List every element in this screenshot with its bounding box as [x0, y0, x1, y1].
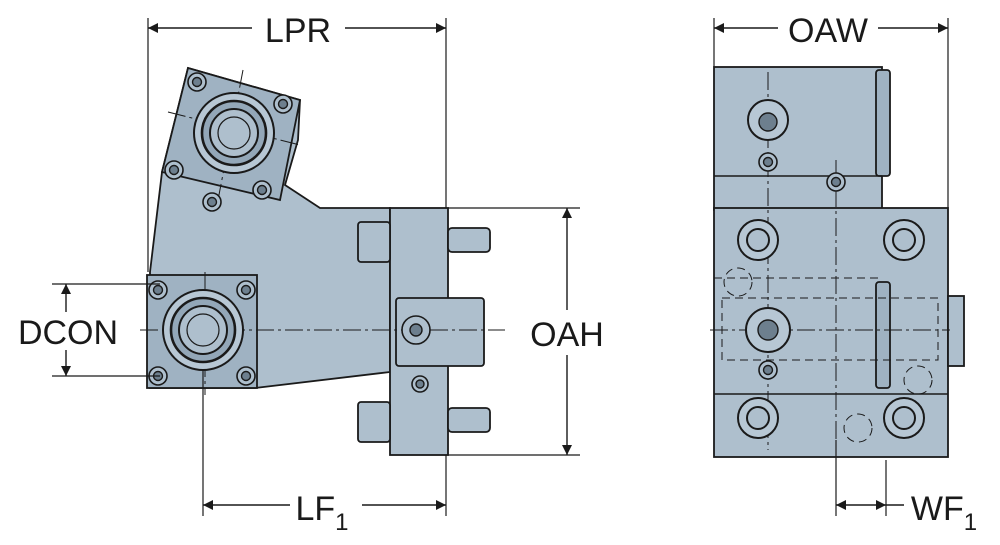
front-right-tab: [947, 295, 965, 367]
label-oah: OAH: [530, 316, 604, 354]
label-dcon: DCON: [18, 314, 118, 352]
guide-pin-top-left: [357, 221, 391, 263]
guide-pin-bottom-right: [447, 407, 491, 433]
label-wf1: WF1: [911, 490, 977, 536]
front-side-rail-lower: [875, 281, 891, 389]
dimension-lpr: LPR: [147, 12, 447, 272]
dimension-lf1: LF1: [202, 370, 447, 536]
front-view-bolts: [737, 99, 925, 439]
dimension-wf1: WF1: [835, 440, 977, 536]
dimension-dcon: DCON: [18, 283, 160, 377]
side-view: [140, 66, 505, 456]
label-lf1: LF1: [295, 490, 348, 536]
label-lpr: LPR: [265, 12, 331, 50]
lower-spindle-bore: [162, 289, 244, 371]
front-view-hidden-holes: [723, 267, 933, 443]
guide-pin-top-right: [447, 227, 491, 253]
front-body-upper: [713, 66, 883, 211]
dimension-oah: OAH: [448, 207, 604, 456]
upper-spindle-bore: [193, 92, 275, 174]
clamp-screw: [401, 315, 431, 393]
dimension-oaw: OAW: [713, 12, 949, 208]
upper-plate-screws: [164, 72, 293, 212]
front-view: [710, 66, 965, 462]
label-oaw: OAW: [788, 12, 868, 50]
clamp-block: [395, 297, 485, 367]
guide-pin-bottom-left: [357, 401, 391, 443]
front-side-rail: [875, 69, 891, 177]
